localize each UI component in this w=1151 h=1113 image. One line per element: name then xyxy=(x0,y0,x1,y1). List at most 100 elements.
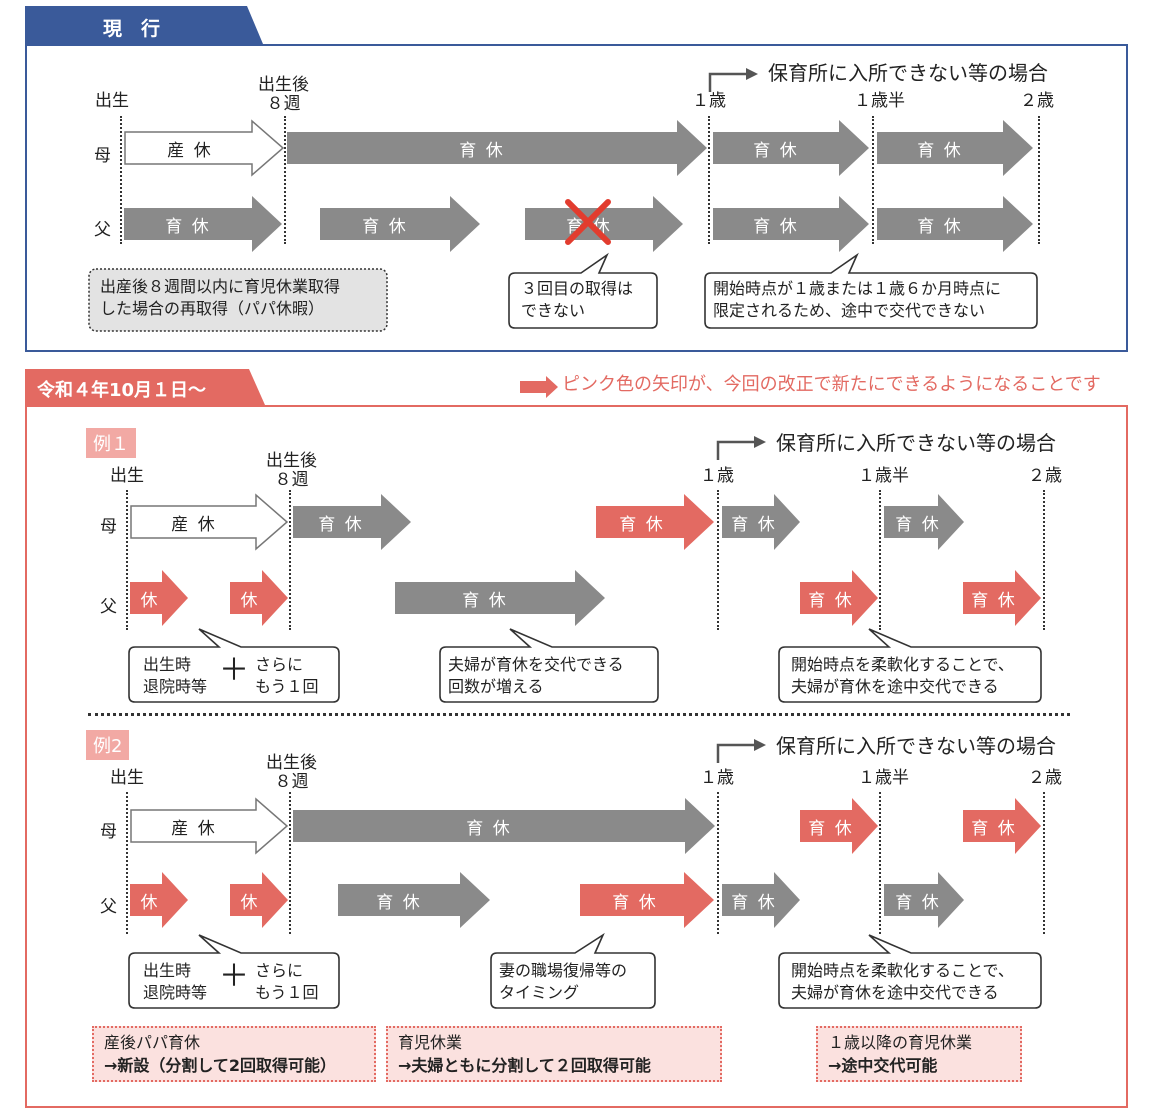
ex2-line-age15 xyxy=(879,792,881,934)
ex2-mark-age1: １歳 xyxy=(700,768,734,788)
summary-after-age1: １歳以降の育児休業 →途中交代可能 xyxy=(816,1026,1022,1082)
ex2-mother-childcare-label-new-2: 育 休 xyxy=(971,818,1017,839)
summary-papa-leave: 産後パパ育休 →新設（分割して2回取得可能） xyxy=(92,1026,376,1082)
current-mother-childcare-arrow-3: 育 休 xyxy=(877,120,1033,176)
current-line-age2 xyxy=(1038,116,1040,244)
ex2-row-father: 父 xyxy=(100,897,117,917)
ex2-father-short-label-1: 休 xyxy=(140,892,160,913)
ex2-line-after8 xyxy=(289,792,291,934)
ex2-father-childcare-arrow-new: 育 休 xyxy=(580,872,714,928)
summary-papa-body: →新設（分割して2回取得可能） xyxy=(104,1056,337,1076)
current-mother-childcare-arrow-1: 育 休 xyxy=(287,120,707,176)
ex2-father-childcare-label-1: 育 休 xyxy=(376,892,422,913)
ex2-row-mother: 母 xyxy=(100,822,117,842)
ex2-birth-callout: 出生時 退院時等 ＋ さらに もう１回 xyxy=(127,932,341,1010)
current-line-age15 xyxy=(872,116,874,244)
ex2-timing-callout: 妻の職場復帰等の タイミング xyxy=(489,932,657,1010)
example-divider xyxy=(88,713,1070,716)
ex1-plus-icon: ＋ xyxy=(219,653,249,688)
ex2-father-childcare-arrow-1: 育 休 xyxy=(338,872,490,928)
ex2-plus-icon: ＋ xyxy=(219,959,249,994)
reform-tab-label: 令和４年10月１日〜 xyxy=(37,380,207,401)
ex1-swap-callout: 夫婦が育休を交代できる 回数が増える xyxy=(438,626,660,704)
summary-papa-title: 産後パパ育休 xyxy=(104,1033,201,1052)
ex1-father-short-label-2: 休 xyxy=(240,590,260,611)
summary-childcare-leave: 育児休業 →夫婦ともに分割して２回取得可能 xyxy=(386,1026,722,1082)
ex1-father-short-arrow-1: 休 xyxy=(130,570,188,626)
ex1-father-childcare-arrow-new-1: 育 休 xyxy=(800,570,878,626)
ex1-mark-birth: 出生 xyxy=(110,466,144,486)
example2-tag: 例2 xyxy=(86,730,130,760)
legend-pink-arrow-icon xyxy=(520,376,558,398)
ex2-line-age2 xyxy=(1043,792,1045,934)
ex1-mark-age15: １歳半 xyxy=(858,466,909,486)
current-father-childcare-label-4: 育 休 xyxy=(753,216,799,237)
ex1-line-age1 xyxy=(717,490,719,630)
current-father-childcare-arrow-5: 育 休 xyxy=(877,196,1033,252)
ex2-father-short-label-2: 休 xyxy=(240,892,260,913)
ex1-nursery-hook-arrow xyxy=(716,436,766,460)
ex1-line-after8 xyxy=(289,490,291,630)
current-father-childcare-arrow-2: 育 休 xyxy=(320,196,480,252)
current-line-age1 xyxy=(708,116,710,244)
ex1-mother-childcare-arrow-3: 育 休 xyxy=(884,494,964,550)
ex2-line-age1 xyxy=(717,792,719,934)
ex2-mother-childcare-label-new-1: 育 休 xyxy=(808,818,854,839)
ex1-line-birth xyxy=(126,490,128,630)
ex1-father-childcare-arrow-1: 育 休 xyxy=(395,570,605,626)
ex1-flex-callout: 開始時点を柔軟化することで、 夫婦が育休を途中交代できる xyxy=(777,626,1043,704)
reform-tab-shape xyxy=(25,369,265,405)
current-tab: 現 行 xyxy=(25,6,263,44)
ex2-flex-text: 開始時点を柔軟化することで、 夫婦が育休を途中交代できる xyxy=(791,961,1014,1002)
current-mark-age2: ２歳 xyxy=(1020,91,1054,111)
ex1-mother-childcare-label-1: 育 休 xyxy=(318,514,364,535)
ex1-father-childcare-label-1: 育 休 xyxy=(462,590,508,611)
current-mark-age1: １歳 xyxy=(692,91,726,111)
ex1-row-mother: 母 xyxy=(100,517,117,537)
current-tab-label: 現 行 xyxy=(103,18,161,40)
ex1-line-age15 xyxy=(879,490,881,630)
ex1-father-short-label-1: 休 xyxy=(140,590,160,611)
current-mother-childcare-label-2: 育 休 xyxy=(753,140,799,161)
ex1-father-childcare-label-new-1: 育 休 xyxy=(808,590,854,611)
ex1-mother-childcare-label-2: 育 休 xyxy=(731,514,777,535)
summary-after-age1-body: →途中交代可能 xyxy=(828,1056,938,1076)
ex2-line-birth xyxy=(126,792,128,934)
reform-tab: 令和４年10月１日〜 xyxy=(25,369,265,405)
summary-after-age1-title: １歳以降の育児休業 xyxy=(828,1033,973,1052)
ex2-flex-callout: 開始時点を柔軟化することで、 夫婦が育休を途中交代できる xyxy=(777,932,1043,1010)
current-row-mother: 母 xyxy=(94,146,111,166)
ex2-mother-childcare-arrow-new-1: 育 休 xyxy=(800,798,878,854)
ex2-timing-text: 妻の職場復帰等の タイミング xyxy=(499,961,628,1002)
ex2-mark-age2: ２歳 xyxy=(1028,768,1062,788)
papa-leave-note: 出産後８週間以内に育児休業取得 した場合の再取得（パパ休暇） xyxy=(88,268,388,332)
ex1-birth-right-text: さらに もう１回 xyxy=(255,655,319,696)
ex2-mark-after8: 出生後 ８週 xyxy=(266,753,317,792)
ex2-mother-childcare-arrow-new-2: 育 休 xyxy=(963,798,1041,854)
papa-leave-note-text: 出産後８週間以内に育児休業取得 した場合の再取得（パパ休暇） xyxy=(100,277,341,318)
reform-panel xyxy=(25,405,1128,1108)
ex2-nursery-hook-arrow xyxy=(716,739,766,763)
ex1-mother-childcare-label-3: 育 休 xyxy=(895,514,941,535)
nursery-hook-arrow xyxy=(708,68,758,92)
ex1-mark-age1: １歳 xyxy=(700,466,734,486)
ex2-birth-right-text: さらに もう１回 xyxy=(255,961,319,1002)
start-limit-callout-text: 開始時点が１歳または１歳６か月時点に 限定されるため、途中で交代できない xyxy=(713,279,1002,320)
ex1-row-father: 父 xyxy=(100,597,117,617)
ex1-father-childcare-label-new-2: 育 休 xyxy=(971,590,1017,611)
example1-tag: 例１ xyxy=(86,428,136,458)
ex2-birth-left-text: 出生時 退院時等 xyxy=(143,961,208,1002)
ex1-father-short-arrow-2: 休 xyxy=(230,570,288,626)
summary-childcare-title: 育児休業 xyxy=(398,1033,463,1052)
current-mark-birth: 出生 xyxy=(95,91,129,111)
ex2-mother-maternity-label: 産 休 xyxy=(171,818,217,839)
ex2-mother-maternity-arrow: 産 休 xyxy=(130,797,289,855)
ex1-mother-childcare-arrow-1: 育 休 xyxy=(293,494,411,550)
ex1-father-childcare-arrow-new-2: 育 休 xyxy=(963,570,1041,626)
current-father-childcare-label-2: 育 休 xyxy=(362,216,408,237)
ex2-father-childcare-arrow-2: 育 休 xyxy=(722,872,800,928)
current-father-childcare-arrow-1: 育 休 xyxy=(124,196,282,252)
ex2-father-childcare-label-new: 育 休 xyxy=(612,892,658,913)
third-leave-callout-text: ３回目の取得は できない xyxy=(521,279,634,320)
ex2-father-childcare-arrow-3: 育 休 xyxy=(884,872,964,928)
